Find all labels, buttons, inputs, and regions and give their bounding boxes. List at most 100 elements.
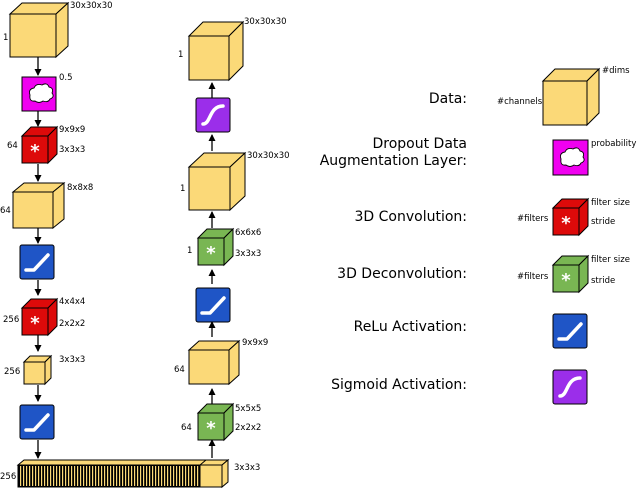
decoder-feature1-block: 9x9x9 64 [174,338,268,386]
stack-stripe [179,466,181,486]
cloud-icon [560,147,585,167]
decoder-deconv1-filters: 64 [181,423,192,433]
legend: Data: #dims #channels Dropout Data Augme… [320,66,636,405]
decoder-feature2-channels: 1 [180,184,185,194]
stack-stripe [26,466,28,486]
stack-stripe [77,466,79,486]
asterisk-icon: * [206,243,216,264]
encoder-feature2-channels: 256 [4,367,20,377]
stack-stripe [104,466,106,486]
asterisk-icon: * [30,141,40,162]
legend-deconv3d-filters-label: #filters [517,272,549,282]
legend-conv3d-label: 3D Convolution: [355,209,468,225]
encoder-feature1-channels: 64 [0,206,11,216]
stack-stripe [152,466,154,486]
stack-stripe [182,466,184,486]
stack-stripe [158,466,160,486]
stack-stripe [68,466,70,486]
stack-stripe [197,466,199,486]
stack-stripe [155,466,157,486]
stack-stripe [185,466,187,486]
encoder-conv2-block: * 4x4x4 2x2x2 256 [3,297,85,337]
asterisk-icon: * [561,213,571,234]
stack-stripe [110,466,112,486]
stack-stripe [29,466,31,486]
encoder-conv1-block: * 9x9x9 3x3x3 64 [7,125,85,165]
legend-dropout-label-line2: Augmentation Layer: [320,153,467,169]
legend-deconv3d-stride-label: stride [591,276,615,286]
encoder-conv1-stride: 3x3x3 [59,145,85,155]
encoder-input-block: 30x30x30 1 [3,1,113,59]
stack-stripe [38,466,40,486]
stack-stripe [80,466,82,486]
stack-stripe [134,466,136,486]
decoder-deconv1-filter-size: 5x5x5 [235,404,261,414]
stack-stripe [101,466,103,486]
encoder-dropout-probability: 0.5 [59,73,73,83]
decoder-feature1-dims: 9x9x9 [242,338,268,348]
legend-sigmoid-label: Sigmoid Activation: [331,377,467,393]
encoder-feature2-dims: 3x3x3 [59,355,85,365]
stack-stripe [92,466,94,486]
stack-stripe [140,466,142,486]
encoder-conv2-filter-size: 4x4x4 [59,297,85,307]
legend-dropout-param-label: probability [591,139,636,149]
stack-stripe [62,466,64,486]
encoder-conv1-filter-size: 9x9x9 [59,125,85,135]
decoder-output-dims: 30x30x30 [244,17,287,27]
legend-conv3d-size-label: filter size [591,198,630,208]
stack-stripe [44,466,46,486]
encoder-conv2-filters: 256 [3,315,19,325]
encoder-conv2-stride: 2x2x2 [59,319,85,329]
legend-deconv3d-size-label: filter size [591,255,630,265]
stack-stripe [146,466,148,486]
stack-stripe [95,466,97,486]
stack-stripe [20,466,22,486]
stack-stripe [32,466,34,486]
encoder-conv1-filters: 64 [7,141,18,151]
decoder-deconv1-stride: 2x2x2 [235,423,261,433]
encoder-relu2-block [19,404,55,440]
encoder-relu1-block [19,244,55,280]
stack-stripe [161,466,163,486]
stack-stripe [23,466,25,486]
legend-conv3d-filters-label: #filters [517,214,549,224]
stack-stripe [131,466,133,486]
relu-curve-icon [24,253,50,272]
stack-stripe [119,466,121,486]
decoder-output-block: 30x30x30 1 [178,17,287,82]
decoder-deconv2-filter-size: 6x6x6 [235,228,261,238]
relu-curve-icon [200,296,226,315]
decoder-feature1-channels: 64 [174,365,185,375]
latent-channels: 256 [0,472,16,482]
stack-stripe [89,466,91,486]
legend-deconv3d-label: 3D Deconvolution: [337,266,467,282]
stack-stripe [74,466,76,486]
stack-stripe [86,466,88,486]
legend-data-dims-label: #dims [602,66,630,76]
stack-stripe [41,466,43,486]
legend-data-label: Data: [429,91,467,107]
stack-stripe [65,466,67,486]
encoder-feature2-block: 3x3x3 256 [4,354,85,386]
stack-stripe [122,466,124,486]
stack-stripe [98,466,100,486]
decoder-feature2-dims: 30x30x30 [247,151,290,161]
decoder-feature2-block: 30x30x30 1 [180,151,290,212]
relu-curve-icon [557,322,583,341]
stack-stripe [149,466,151,486]
stack-stripe [107,466,109,486]
decoder-output-channels: 1 [178,50,183,60]
stack-stripe [188,466,190,486]
stack-stripe [191,466,193,486]
latent-stack-pattern [20,466,199,486]
stack-stripe [170,466,172,486]
sigmoid-curve-icon [201,104,225,126]
asterisk-icon: * [206,418,216,439]
stack-stripe [164,466,166,486]
stack-stripe [113,466,115,486]
stack-stripe [194,466,196,486]
stack-stripe [71,466,73,486]
stack-stripe [173,466,175,486]
stack-stripe [137,466,139,486]
